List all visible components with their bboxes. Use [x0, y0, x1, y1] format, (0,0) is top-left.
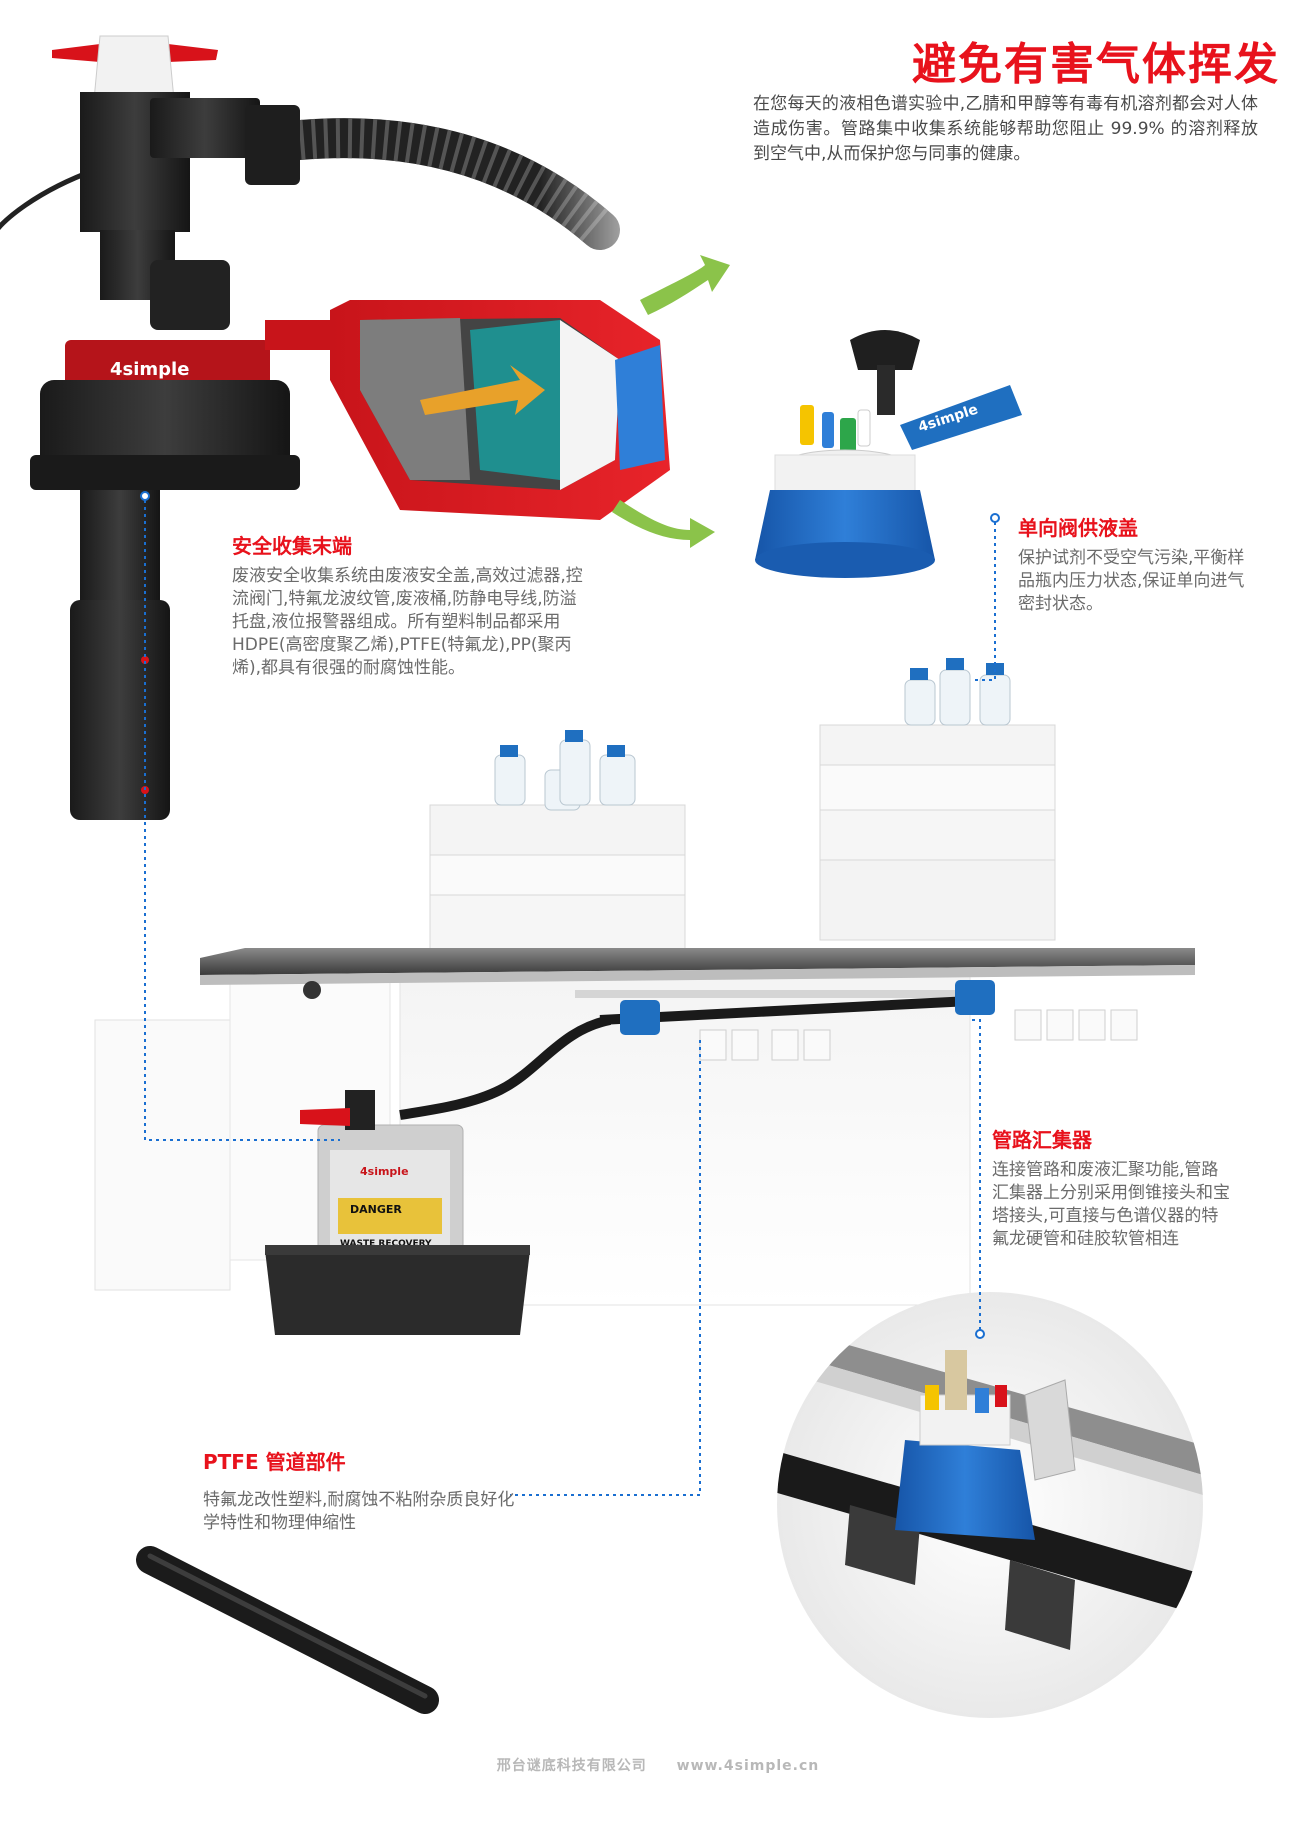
leader-dots: [140, 491, 1000, 1339]
terminal-brand-text: 4simple: [110, 359, 189, 380]
page-title: 避免有害气体挥发: [912, 39, 1280, 90]
section-ptfe-title: PTFE 管道部件: [203, 1450, 346, 1474]
leader-lines: [144, 500, 996, 1496]
danger-label: DANGER: [350, 1203, 402, 1216]
section-ptfe-body: 特氟龙改性塑料,耐腐蚀不粘附杂质良好化学特性和物理伸缩性: [203, 1490, 515, 1533]
section-ptfe: PTFE 管道部件 特氟龙改性塑料,耐腐蚀不粘附杂质良好化学特性和物理伸缩性: [203, 1446, 533, 1535]
footer: 邢台谜底科技有限公司 www.4simple.cn: [0, 1755, 1316, 1775]
safety-terminal-image: 4simple: [0, 35, 730, 820]
valve-cap-image: 4simple: [755, 330, 1022, 578]
section-collector-body: 连接管路和废液汇聚功能,管路汇集器上分别采用倒锥接头和宝塔接头,可直接与色谱仪器…: [992, 1160, 1230, 1249]
waste-recovery-label: WASTE RECOVERY: [340, 1239, 432, 1249]
intro-paragraph: 在您每天的液相色谱实验中,乙腈和甲醇等有毒有机溶剂都会对人体造成伤害。管路集中收…: [753, 94, 1258, 164]
footer-company: 邢台谜底科技有限公司: [496, 1758, 647, 1774]
lab-bench-scene: DANGER WASTE RECOVERY 4simple: [94, 658, 1195, 1335]
section-collector: 管路汇集器 连接管路和废液汇聚功能,管路汇集器上分别采用倒锥接头和宝塔接头,可直…: [992, 1124, 1232, 1251]
section-collector-title: 管路汇集器: [992, 1128, 1092, 1152]
section-valve-cap-body: 保护试剂不受空气污染,平衡样品瓶内压力状态,保证单向进气密封状态。: [1018, 548, 1245, 614]
container-brand-text: 4simple: [360, 1165, 409, 1178]
section-valve-cap: 单向阀供液盖 保护试剂不受空气污染,平衡样品瓶内压力状态,保证单向进气密封状态。: [1018, 512, 1258, 616]
ptfe-tube-image: [136, 1546, 439, 1714]
section-valve-cap-title: 单向阀供液盖: [1018, 516, 1138, 540]
section-terminal-body: 废液安全收集系统由废液安全盖,高效过滤器,控流阀门,特氟龙波纹管,废液桶,防静电…: [232, 566, 583, 678]
collector-zoom-image: [777, 1292, 1203, 1718]
footer-website: www.4simple.cn: [676, 1758, 820, 1774]
section-terminal-title: 安全收集末端: [232, 534, 352, 558]
section-terminal: 安全收集末端 废液安全收集系统由废液安全盖,高效过滤器,控流阀门,特氟龙波纹管,…: [232, 530, 592, 680]
